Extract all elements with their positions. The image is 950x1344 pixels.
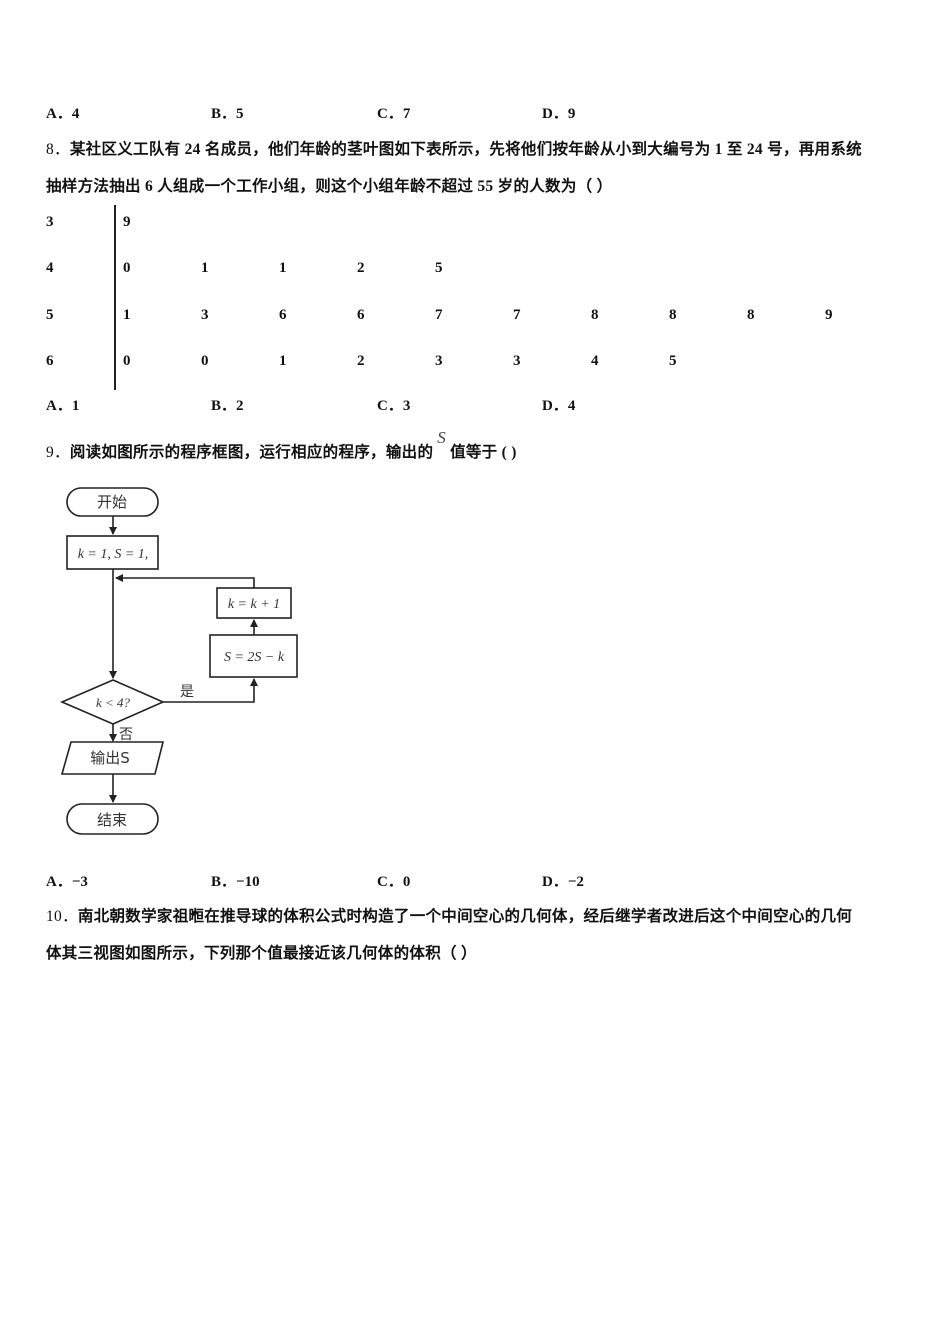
q9-option-d[interactable]: D．−2 <box>542 874 584 890</box>
leaf: 1 <box>279 260 287 276</box>
q7-option-b[interactable]: B．5 <box>211 106 244 122</box>
leaf: 9 <box>825 307 833 323</box>
q7-option-d[interactable]: D．9 <box>542 106 576 122</box>
q7-option-a[interactable]: A．4 <box>46 106 80 122</box>
condition-label: k < 4? <box>96 695 131 710</box>
leaf: 2 <box>357 353 365 369</box>
leaf: 6 <box>279 307 287 323</box>
q8-option-d[interactable]: D．4 <box>542 398 576 414</box>
leaf: 7 <box>513 307 521 323</box>
q9-option-c[interactable]: C．0 <box>377 874 411 890</box>
update-s-box <box>209 634 298 678</box>
variable-s: S <box>437 428 447 447</box>
stem: 5 <box>46 307 54 323</box>
increment-k-label: k = k + 1 <box>228 597 280 612</box>
leaf: 0 <box>201 353 209 369</box>
leaf: 6 <box>357 307 365 323</box>
leaf: 1 <box>123 307 131 323</box>
q8-stem-line1: 8．某社区义工队有 24 名成员，他们年龄的茎叶图如下表所示，先将他们按年龄从小… <box>46 141 862 158</box>
end-label: 结束 <box>97 811 127 829</box>
q8-stem-line2: 抽样方法抽出 6 人组成一个工作小组，则这个小组年龄不超过 55 岁的人数为（ … <box>46 178 613 195</box>
update-s-label: S = 2S − k <box>224 650 285 665</box>
output-parallelogram <box>60 741 165 775</box>
leaf: 8 <box>747 307 755 323</box>
q8-option-c[interactable]: C．3 <box>377 398 411 414</box>
leaf: 3 <box>201 307 209 323</box>
leaf: 8 <box>669 307 677 323</box>
output-label: 输出S <box>90 749 130 767</box>
leaf: 4 <box>591 353 599 369</box>
stem-leaf-divider <box>114 205 116 390</box>
q9-stem: 9．阅读如图所示的程序框图，运行相应的程序，输出的S值等于 ( ) <box>46 428 517 461</box>
q8-option-b[interactable]: B．2 <box>211 398 244 414</box>
leaf: 9 <box>123 214 131 230</box>
q8-option-a[interactable]: A．1 <box>46 398 80 414</box>
q9-option-b[interactable]: B．−10 <box>211 874 260 890</box>
stem: 6 <box>46 353 54 369</box>
flowchart: 开始 k = 1, S = 1, k = k + 1 S = 2S − k k … <box>59 487 298 835</box>
leaf: 3 <box>435 353 443 369</box>
q10-stem-line1: 10．南北朝数学家祖暅在推导球的体积公式时构造了一个中间空心的几何体，经后继学者… <box>46 908 853 925</box>
init-label: k = 1, S = 1, <box>78 547 149 562</box>
leaf: 2 <box>357 260 365 276</box>
leaf: 3 <box>513 353 521 369</box>
leaf: 0 <box>123 353 131 369</box>
leaf: 1 <box>201 260 209 276</box>
q10-stem-line2: 体其三视图如图所示，下列那个值最接近该几何体的体积（ ） <box>46 945 477 962</box>
leaf: 1 <box>279 353 287 369</box>
leaf: 8 <box>591 307 599 323</box>
init-box <box>66 535 159 570</box>
no-label: 否 <box>119 727 133 743</box>
leaf: 0 <box>123 260 131 276</box>
q9-option-a[interactable]: A．−3 <box>46 874 88 890</box>
stem: 3 <box>46 214 54 230</box>
q7-option-c[interactable]: C．7 <box>377 106 411 122</box>
leaf: 5 <box>669 353 677 369</box>
leaf: 7 <box>435 307 443 323</box>
stem: 4 <box>46 260 54 276</box>
start-label: 开始 <box>97 493 127 511</box>
increment-k-box <box>216 587 292 619</box>
end-terminal <box>66 803 159 835</box>
yes-label: 是 <box>180 684 194 700</box>
leaf: 5 <box>435 260 443 276</box>
